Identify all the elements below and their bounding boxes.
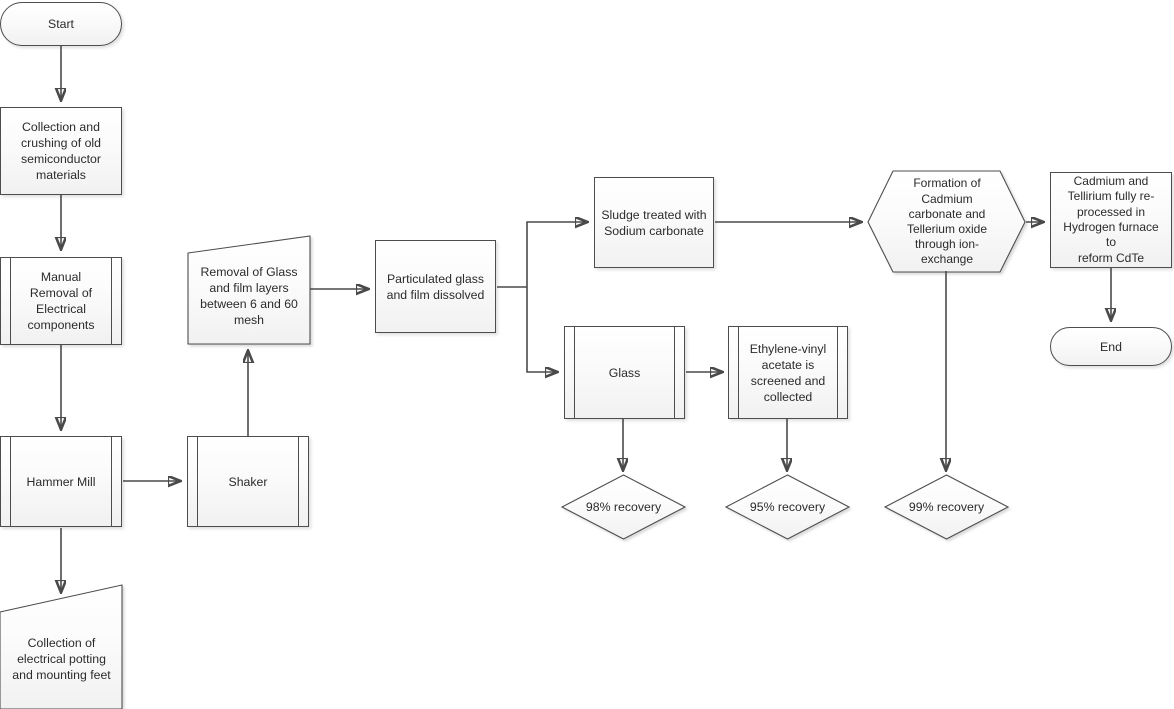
node-manual-removal-label: Manual Removal of Electrical components	[27, 270, 95, 332]
node-eva-label: Ethylene-vinyl acetate is screened and c…	[749, 341, 827, 404]
node-particulated[interactable]: Particulated glass and film dissolved	[375, 240, 496, 333]
node-glass-film-removal-label: Removal of Glass and film layers between…	[200, 264, 298, 327]
node-glass-film-removal[interactable]: Removal of Glass and film layers between…	[187, 234, 311, 345]
edge-particulated-to-sludge	[526, 222, 587, 287]
node-glass-label: Glass	[608, 365, 641, 380]
node-recovery-cdte[interactable]: 99% recovery	[883, 474, 1010, 540]
node-sludge-label: Sludge treated with Sodium carbonate	[601, 207, 707, 238]
node-shaker[interactable]: Shaker	[187, 436, 309, 527]
node-reprocessed-label: Cadmium and Tellirium fully re- processe…	[1063, 173, 1159, 265]
node-reprocessed[interactable]: Cadmium and Tellirium fully re- processe…	[1050, 172, 1172, 268]
node-glass[interactable]: Glass	[564, 326, 685, 419]
node-end-label: End	[1100, 339, 1122, 354]
node-potting-collection-label: Collection of electrical potting and mou…	[12, 636, 111, 682]
node-hammer-mill-label: Hammer Mill	[26, 474, 96, 489]
node-recovery-eva-label: 95% recovery	[749, 500, 826, 514]
node-recovery-eva[interactable]: 95% recovery	[724, 474, 851, 540]
node-formation-label: Formation of Cadmium carbonate and Telle…	[906, 176, 988, 267]
edge-particulated-to-glass	[526, 287, 557, 372]
node-end[interactable]: End	[1050, 327, 1172, 366]
node-hammer-mill[interactable]: Hammer Mill	[0, 436, 122, 527]
node-start[interactable]: Start	[0, 2, 122, 46]
node-particulated-label: Particulated glass and film dissolved	[386, 271, 485, 302]
node-manual-removal[interactable]: Manual Removal of Electrical components	[0, 257, 122, 345]
node-eva[interactable]: Ethylene-vinyl acetate is screened and c…	[728, 326, 848, 419]
node-start-label: Start	[48, 17, 74, 31]
node-potting-collection[interactable]: Collection of electrical potting and mou…	[0, 583, 123, 709]
node-sludge[interactable]: Sludge treated with Sodium carbonate	[594, 177, 714, 268]
node-recovery-glass[interactable]: 98% recovery	[560, 474, 687, 540]
node-shaker-label: Shaker	[228, 474, 268, 489]
node-formation[interactable]: Formation of Cadmium carbonate and Telle…	[867, 170, 1027, 274]
node-collection-crushing-label: Collection and crushing of old semicondu…	[21, 120, 101, 182]
node-collection-crushing[interactable]: Collection and crushing of old semicondu…	[0, 107, 122, 195]
node-recovery-glass-label: 98% recovery	[585, 500, 662, 514]
node-recovery-cdte-label: 99% recovery	[908, 500, 985, 514]
